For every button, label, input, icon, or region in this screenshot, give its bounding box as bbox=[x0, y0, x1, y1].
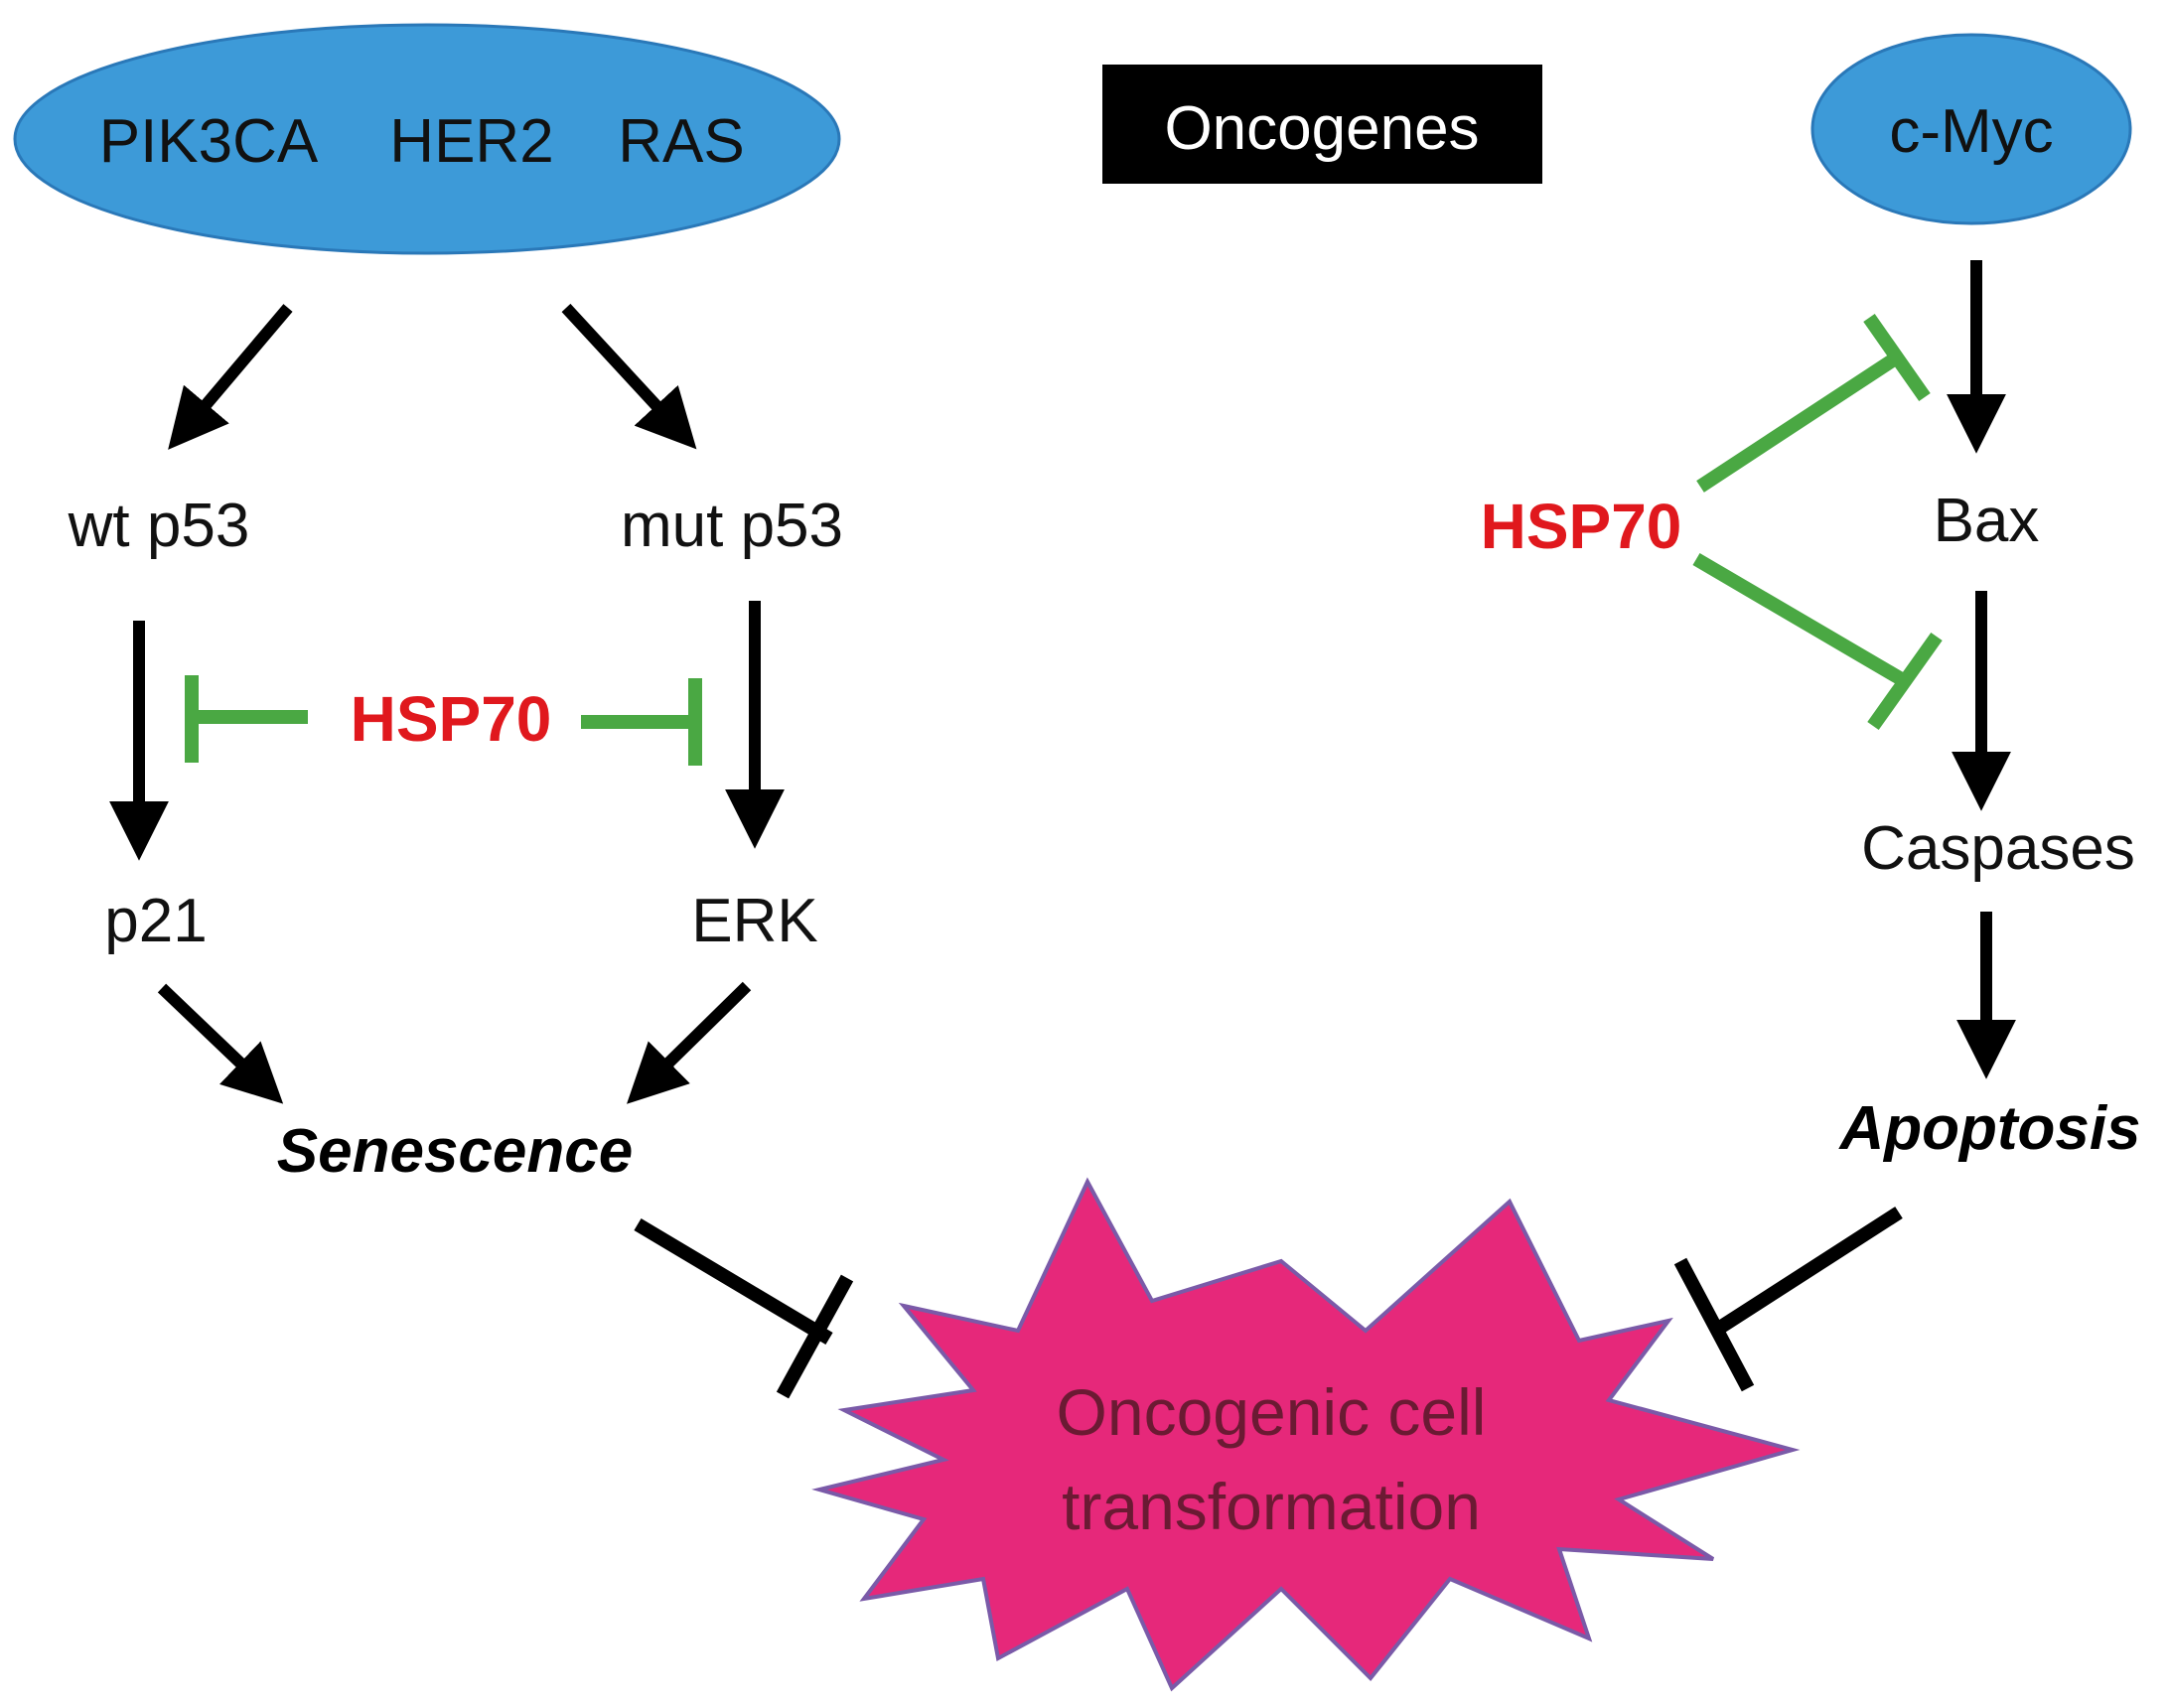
transformation-line2: transformation bbox=[1062, 1470, 1481, 1543]
inhibit-senescence-bar bbox=[776, 1274, 854, 1399]
oncogene-her2: HER2 bbox=[389, 107, 553, 176]
oncogene-group: PIK3CA HER2 RAS bbox=[13, 23, 841, 255]
outcome-senescence: Senescence bbox=[277, 1117, 633, 1186]
inhibit-line-right-b bbox=[1692, 552, 1909, 688]
node-erk: ERK bbox=[691, 887, 817, 955]
node-caspases: Caspases bbox=[1861, 814, 2135, 883]
inhibit-bar-right-a bbox=[1863, 313, 1931, 402]
title-label: Oncogenes bbox=[1164, 94, 1479, 163]
node-p21: p21 bbox=[104, 887, 207, 955]
node-bax: Bax bbox=[1934, 487, 2040, 555]
arrow-p21-to-senescence bbox=[157, 983, 284, 1104]
transformation-burst bbox=[811, 1177, 1801, 1692]
hsp70-right: HSP70 bbox=[1481, 491, 1682, 562]
oncogene-ellipse bbox=[13, 23, 841, 255]
title-background bbox=[1102, 65, 1542, 184]
inhibit-senescence-line bbox=[634, 1217, 833, 1346]
myc-ellipse bbox=[1810, 33, 2132, 225]
arrow-to-wt-p53 bbox=[168, 304, 293, 450]
title-box: Oncogenes bbox=[1102, 65, 1542, 184]
myc-label: c-Myc bbox=[1889, 97, 2053, 166]
myc-node: c-Myc bbox=[1810, 33, 2132, 225]
node-wt-p53: wt p53 bbox=[68, 492, 250, 560]
inhibit-bar-right-b bbox=[1867, 632, 1943, 731]
hsp70-left: HSP70 bbox=[351, 683, 552, 755]
node-mut-p53: mut p53 bbox=[621, 492, 843, 560]
transformation-line1: Oncogenic cell bbox=[1057, 1375, 1487, 1449]
inhibit-line-right-a bbox=[1696, 352, 1901, 493]
oncogene-pik3ca: PIK3CA bbox=[99, 107, 319, 176]
inhibit-apoptosis-bar bbox=[1673, 1257, 1755, 1392]
arrow-to-mut-p53 bbox=[561, 303, 697, 450]
inhibit-apoptosis-line bbox=[1711, 1207, 1903, 1337]
arrow-erk-to-senescence bbox=[627, 981, 752, 1104]
outcome-apoptosis: Apoptosis bbox=[1837, 1094, 2140, 1163]
oncogene-ras: RAS bbox=[618, 107, 744, 176]
